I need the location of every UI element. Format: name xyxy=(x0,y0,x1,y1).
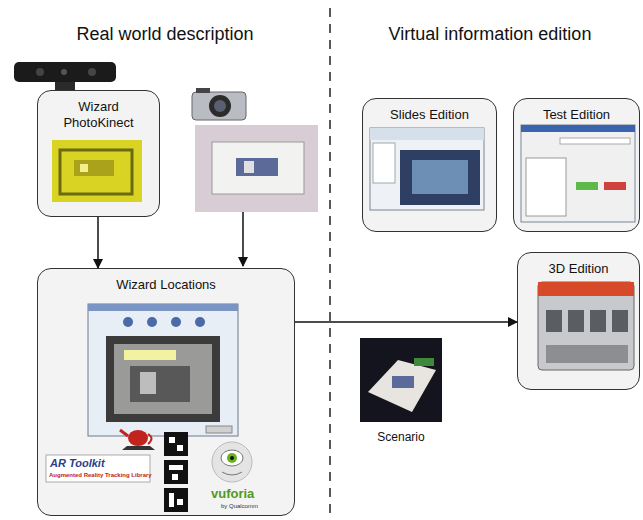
box-title: Slides Edition xyxy=(363,99,496,123)
flow-arrow xyxy=(295,321,517,323)
box-title: Wizard Locations xyxy=(38,269,294,293)
logo-text: AR Toolkit xyxy=(50,457,105,469)
vuforia-logo xyxy=(212,442,252,482)
camera-icon xyxy=(192,88,246,120)
device-photo xyxy=(195,125,318,212)
logo-text: Augmented Reality Tracking Library xyxy=(49,472,152,478)
depth-scan-image xyxy=(52,140,142,202)
fiducial-markers xyxy=(164,432,188,512)
box-title: 3D Edition xyxy=(518,253,639,277)
kinect-icon xyxy=(14,62,116,90)
section-heading: Real world description xyxy=(20,24,310,45)
section-heading: Virtual information edition xyxy=(345,24,635,45)
slides-screenshot xyxy=(370,128,484,210)
box-title: Wizard PhotoKinect xyxy=(38,91,159,131)
logo-text: vuforia xyxy=(211,486,254,501)
box-title: Test Edition xyxy=(514,99,639,123)
circuit-breaker-model xyxy=(538,282,634,370)
picture-caption: Scenario xyxy=(360,430,442,444)
divider-line xyxy=(329,8,331,520)
photo-arrow xyxy=(242,212,244,266)
flow-arrow xyxy=(97,217,99,268)
scenario-picture xyxy=(360,338,442,422)
test-screenshot xyxy=(521,125,635,222)
locations-screenshot xyxy=(88,304,238,436)
teapot-icon xyxy=(120,430,155,450)
logo-text: by Qualcomm xyxy=(221,503,258,509)
